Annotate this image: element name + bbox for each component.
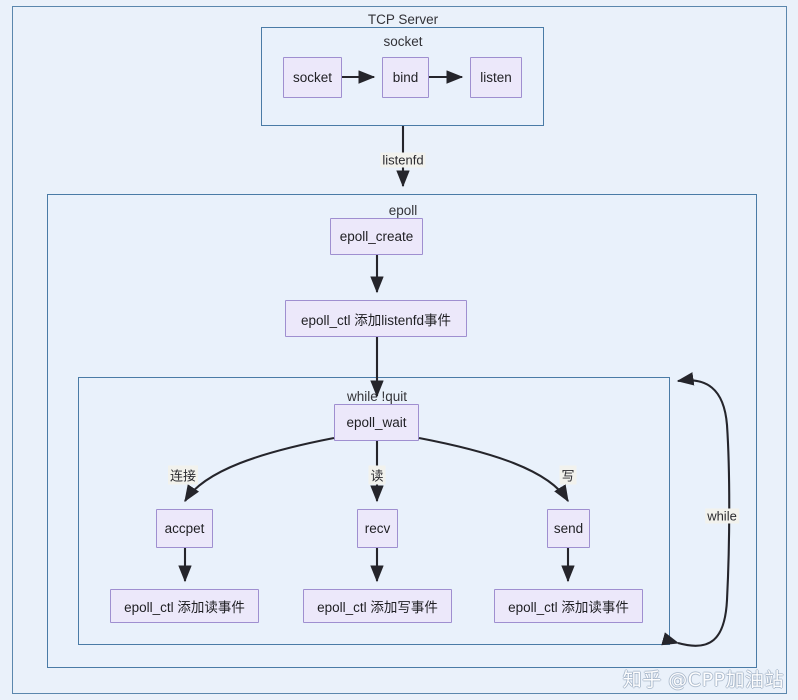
node-bind[interactable]: bind xyxy=(382,57,429,98)
cluster-label-epoll: epoll xyxy=(388,203,418,218)
node-epoll-ctl-add-write-mid[interactable]: epoll_ctl 添加写事件 xyxy=(303,589,452,623)
node-socket[interactable]: socket xyxy=(283,57,342,98)
node-listen[interactable]: listen xyxy=(470,57,522,98)
node-send[interactable]: send xyxy=(547,509,590,548)
edge-label-connect: 连接 xyxy=(167,465,199,485)
node-recv[interactable]: recv xyxy=(357,509,398,548)
cluster-label-socket: socket xyxy=(383,34,423,49)
node-epoll-create[interactable]: epoll_create xyxy=(330,218,423,255)
node-epoll-ctl-add-read-left[interactable]: epoll_ctl 添加读事件 xyxy=(110,589,259,623)
cluster-label-tcp-server: TCP Server xyxy=(367,12,439,27)
edge-label-write: 写 xyxy=(559,465,577,485)
node-epoll-ctl-add-read-right[interactable]: epoll_ctl 添加读事件 xyxy=(494,589,643,623)
edge-label-read: 读 xyxy=(368,465,386,485)
watermark: 知乎 @CPP加油站 xyxy=(622,669,784,691)
edge-label-while: while xyxy=(705,508,739,524)
cluster-label-while-quit: while !quit xyxy=(346,389,408,404)
node-epoll-wait[interactable]: epoll_wait xyxy=(334,404,419,441)
edge-label-listenfd: listenfd xyxy=(380,152,426,168)
node-epoll-ctl-listenfd[interactable]: epoll_ctl 添加listenfd事件 xyxy=(285,300,467,337)
node-accept[interactable]: accpet xyxy=(156,509,213,548)
